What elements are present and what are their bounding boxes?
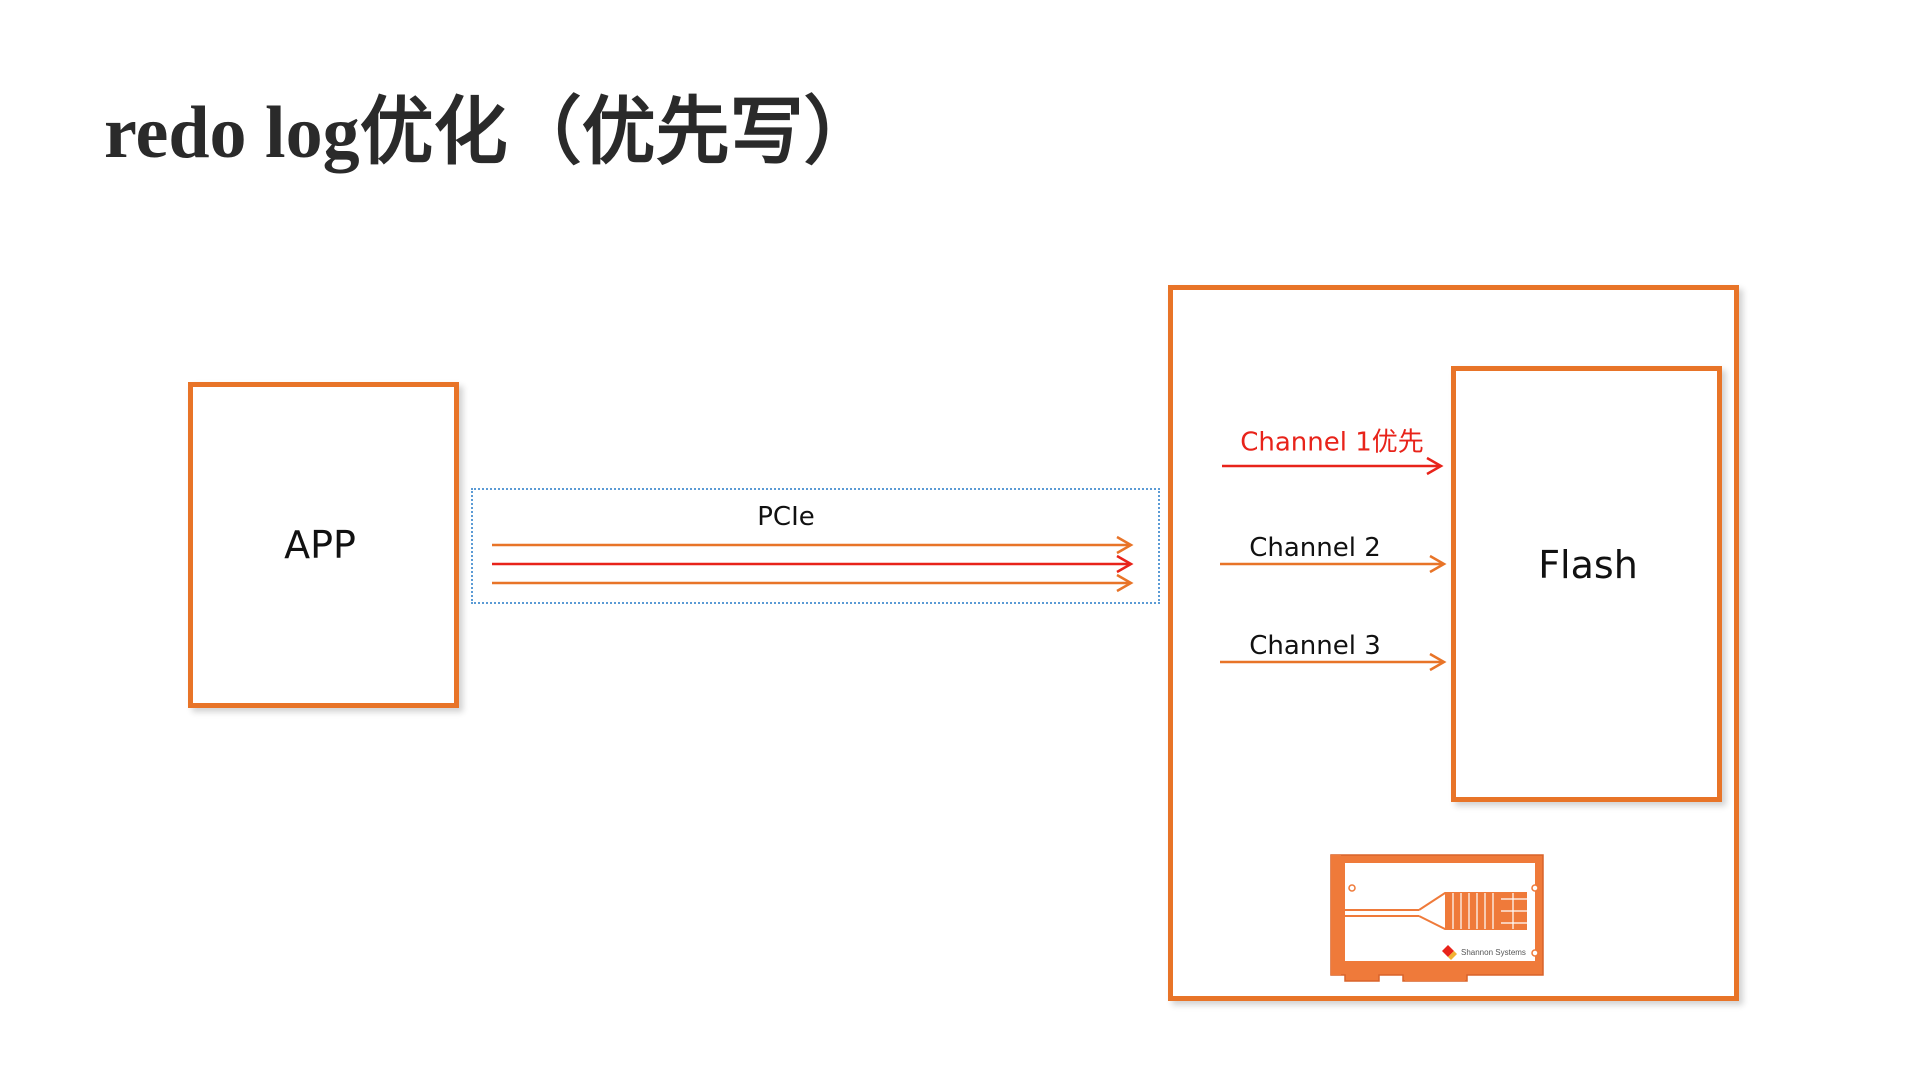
channel-2-label: Channel 2 [1249, 533, 1381, 563]
ssd-card-icon: Shannon Systems [1330, 854, 1544, 982]
flash-label: Flash [1538, 543, 1638, 587]
app-label: APP [284, 523, 356, 567]
shannon-logo-mark [1442, 945, 1457, 960]
channel-3-label: Channel 3 [1249, 631, 1381, 661]
flash-box [1451, 366, 1722, 802]
slide-title: redo log优化（优先写） [104, 92, 878, 174]
app-box [188, 382, 459, 708]
pcie-region [471, 488, 1160, 604]
pcie-label: PCIe [757, 502, 815, 532]
svg-text:Shannon Systems: Shannon Systems [1461, 948, 1526, 957]
channel-1-label: Channel 1优先 [1240, 427, 1424, 458]
